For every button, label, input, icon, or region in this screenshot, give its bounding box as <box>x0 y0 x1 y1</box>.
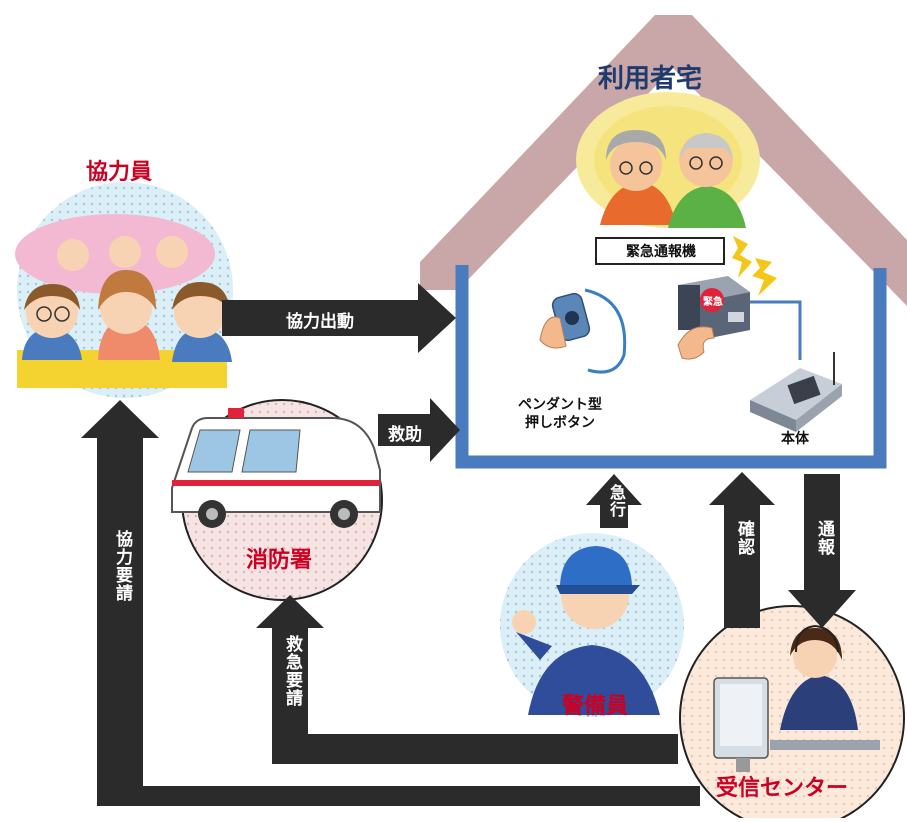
alarm-device-illustration <box>677 276 750 360</box>
pendant-label: ペンダント型 押しボタン <box>500 396 620 432</box>
pendant-label-line1: ペンダント型 <box>518 397 602 413</box>
helpers-circle <box>15 182 233 398</box>
guard-circle <box>500 533 684 717</box>
arrow-helper-dispatch <box>222 283 456 353</box>
arrow-confirm <box>709 472 775 628</box>
fire-station-circle <box>171 399 383 601</box>
house-roof <box>420 15 907 306</box>
device-panel-label: 緊急通報機 <box>626 244 696 260</box>
lightning-icon <box>732 236 777 296</box>
arrow-help-request-label: 協力要請 <box>112 530 132 602</box>
arrow-helper-dispatch-label: 協力出動 <box>286 312 354 332</box>
phone-illustration <box>750 352 842 432</box>
pendant-label-line2: 押しボタン <box>525 415 595 431</box>
arrow-rush <box>586 474 642 528</box>
guard-title: 警備員 <box>562 694 629 719</box>
house-wall <box>455 265 887 469</box>
device-panel <box>595 237 725 265</box>
house-title: 利用者宅 <box>598 64 703 94</box>
pendant-button-illustration <box>539 288 627 374</box>
arrow-help-request <box>81 400 700 806</box>
arrow-rescue-label: 救助 <box>388 425 422 445</box>
arrow-rush-label: 急行 <box>607 484 626 518</box>
phone-label: 本体 <box>781 431 809 447</box>
phone-line <box>750 300 802 360</box>
fire-station-title: 消防署 <box>246 548 313 573</box>
arrow-report-label: 通報 <box>814 520 834 556</box>
alarm-button-label: 緊急 <box>703 297 723 308</box>
helpers-title: 協力員 <box>86 160 153 185</box>
arrow-rescue <box>378 398 460 462</box>
arrow-ambulance-request-label: 救急要請 <box>282 635 302 707</box>
arrow-ambulance-request <box>256 595 678 764</box>
arrow-report <box>788 474 856 628</box>
arrow-confirm-label: 確認 <box>734 520 754 556</box>
reception-center-title: 受信センター <box>716 776 849 801</box>
elderly-couple-illustration <box>576 92 760 228</box>
reception-center-circle <box>679 605 905 822</box>
